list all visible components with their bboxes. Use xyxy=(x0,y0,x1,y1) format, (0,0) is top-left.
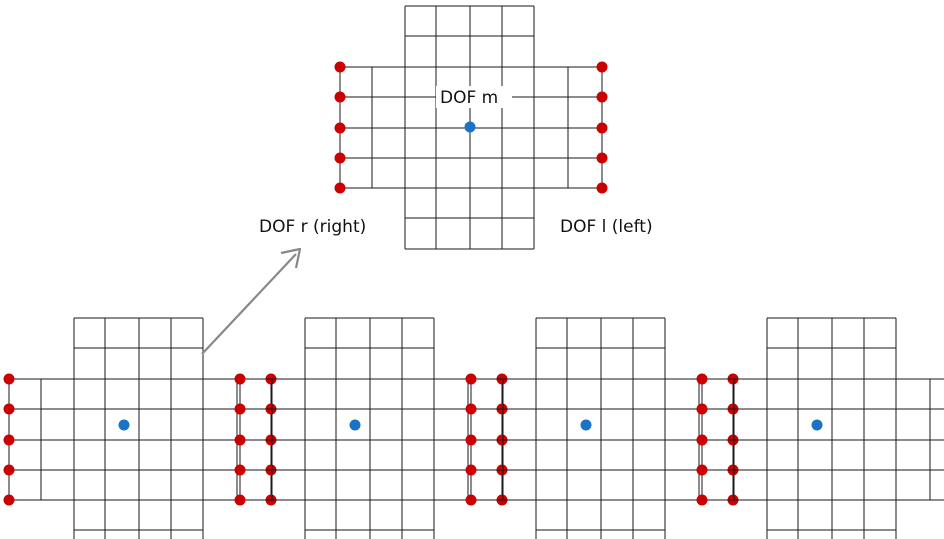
arrow-shaft xyxy=(201,253,297,355)
arrow-head xyxy=(280,247,302,269)
boundary-dof-left xyxy=(334,91,346,103)
label-dof-m-bg xyxy=(436,86,512,108)
boundary-dof-right xyxy=(596,182,608,194)
boundary-dof-left xyxy=(465,494,477,506)
boundary-dof-left xyxy=(696,464,708,476)
boundary-dof-left xyxy=(465,403,477,415)
boundary-dof-right xyxy=(596,152,608,164)
boundary-dof-right xyxy=(596,61,608,73)
boundary-dof-left xyxy=(3,464,15,476)
boundary-dof-left xyxy=(234,373,246,385)
boundary-dof-left xyxy=(234,494,246,506)
boundary-dof-left xyxy=(334,152,346,164)
label-dof-l: DOF l (left) xyxy=(560,217,653,237)
cell-3 xyxy=(465,317,739,539)
boundary-dof-right xyxy=(596,122,608,134)
center-dof xyxy=(464,121,476,133)
boundary-dof-left xyxy=(234,403,246,415)
cell-1 xyxy=(3,317,277,539)
boundary-dof-left xyxy=(696,373,708,385)
boundary-dof-right xyxy=(596,91,608,103)
boundary-dof-left xyxy=(334,61,346,73)
center-dof xyxy=(580,419,592,431)
boundary-dof-left xyxy=(696,434,708,446)
boundary-dof-left xyxy=(696,403,708,415)
boundary-dof-left xyxy=(3,434,15,446)
cell-2 xyxy=(234,317,508,539)
label-dof-m: DOF m xyxy=(440,88,498,108)
boundary-dof-left xyxy=(234,434,246,446)
boundary-dof-left xyxy=(334,182,346,194)
center-dof xyxy=(118,419,130,431)
center-dof xyxy=(349,419,361,431)
boundary-dof-left xyxy=(465,434,477,446)
boundary-dof-left xyxy=(465,464,477,476)
cell-4 xyxy=(696,317,944,539)
boundary-dof-left xyxy=(334,122,346,134)
boundary-dof-left xyxy=(465,373,477,385)
label-dof-r: DOF r (right) xyxy=(259,217,366,237)
cell-group xyxy=(3,5,944,539)
boundary-dof-left xyxy=(3,494,15,506)
boundary-dof-left xyxy=(3,403,15,415)
boundary-dof-left xyxy=(696,494,708,506)
center-dof xyxy=(811,419,823,431)
boundary-dof-left xyxy=(234,464,246,476)
cell-top xyxy=(334,5,608,250)
boundary-dof-left xyxy=(3,373,15,385)
